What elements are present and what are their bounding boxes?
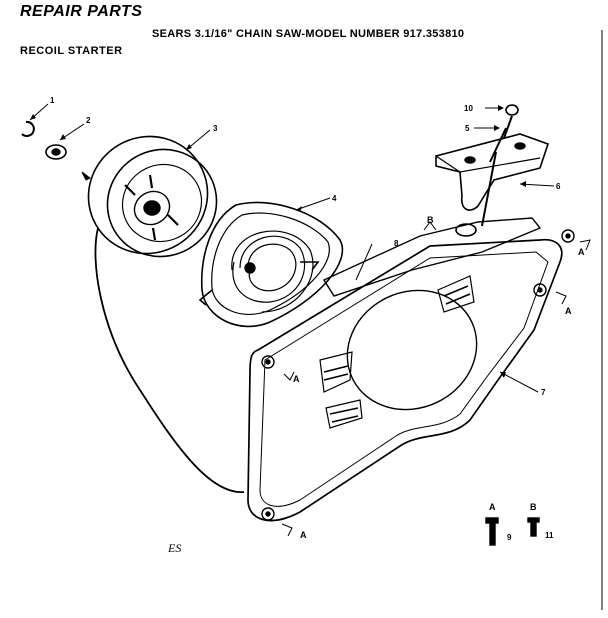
section-heading: RECOIL STARTER [20,45,123,57]
screw-legend-b: B [530,502,537,512]
part-5-handle-insert [474,125,507,163]
part-2-washer [45,123,85,160]
callout-2: 2 [86,116,91,125]
fastener-a-label-4: A [300,530,307,540]
part-9-screw-a [485,517,499,546]
model-subtitle: SEARS 3.1/16" CHAIN SAW-MODEL NUMBER 917… [152,28,465,40]
fastener-a-label-2: A [565,306,572,316]
part-6-starter-handle [435,133,555,227]
part-4-recoil-spring [198,197,344,328]
part-7-starter-housing [247,223,575,522]
diagram-code: ES [168,541,182,555]
callout-8: 8 [394,239,399,248]
page-title: REPAIR PARTS [20,3,143,20]
callout-7: 7 [541,388,546,397]
part-11-screw-b [527,517,540,537]
part-10-handle-pin [485,104,519,139]
callout-11: 11 [545,531,554,540]
callout-5: 5 [465,124,470,133]
fastener-a-label-3: A [293,374,300,384]
part-1-retaining-clip [21,103,49,137]
part-3-pulley [81,129,218,258]
fastener-a-label-1: A [578,247,585,257]
fastener-b-label: B [427,215,434,225]
starter-rope [94,227,245,493]
fastener-leaders [281,221,591,537]
callout-1: 1 [50,96,55,105]
callout-9: 9 [507,533,512,542]
callout-4: 4 [332,194,337,203]
callout-10: 10 [464,104,473,113]
callout-6: 6 [556,182,561,191]
part-8-handle-bracket [322,217,542,297]
screw-legend-a: A [489,502,496,512]
callout-3: 3 [213,124,218,133]
